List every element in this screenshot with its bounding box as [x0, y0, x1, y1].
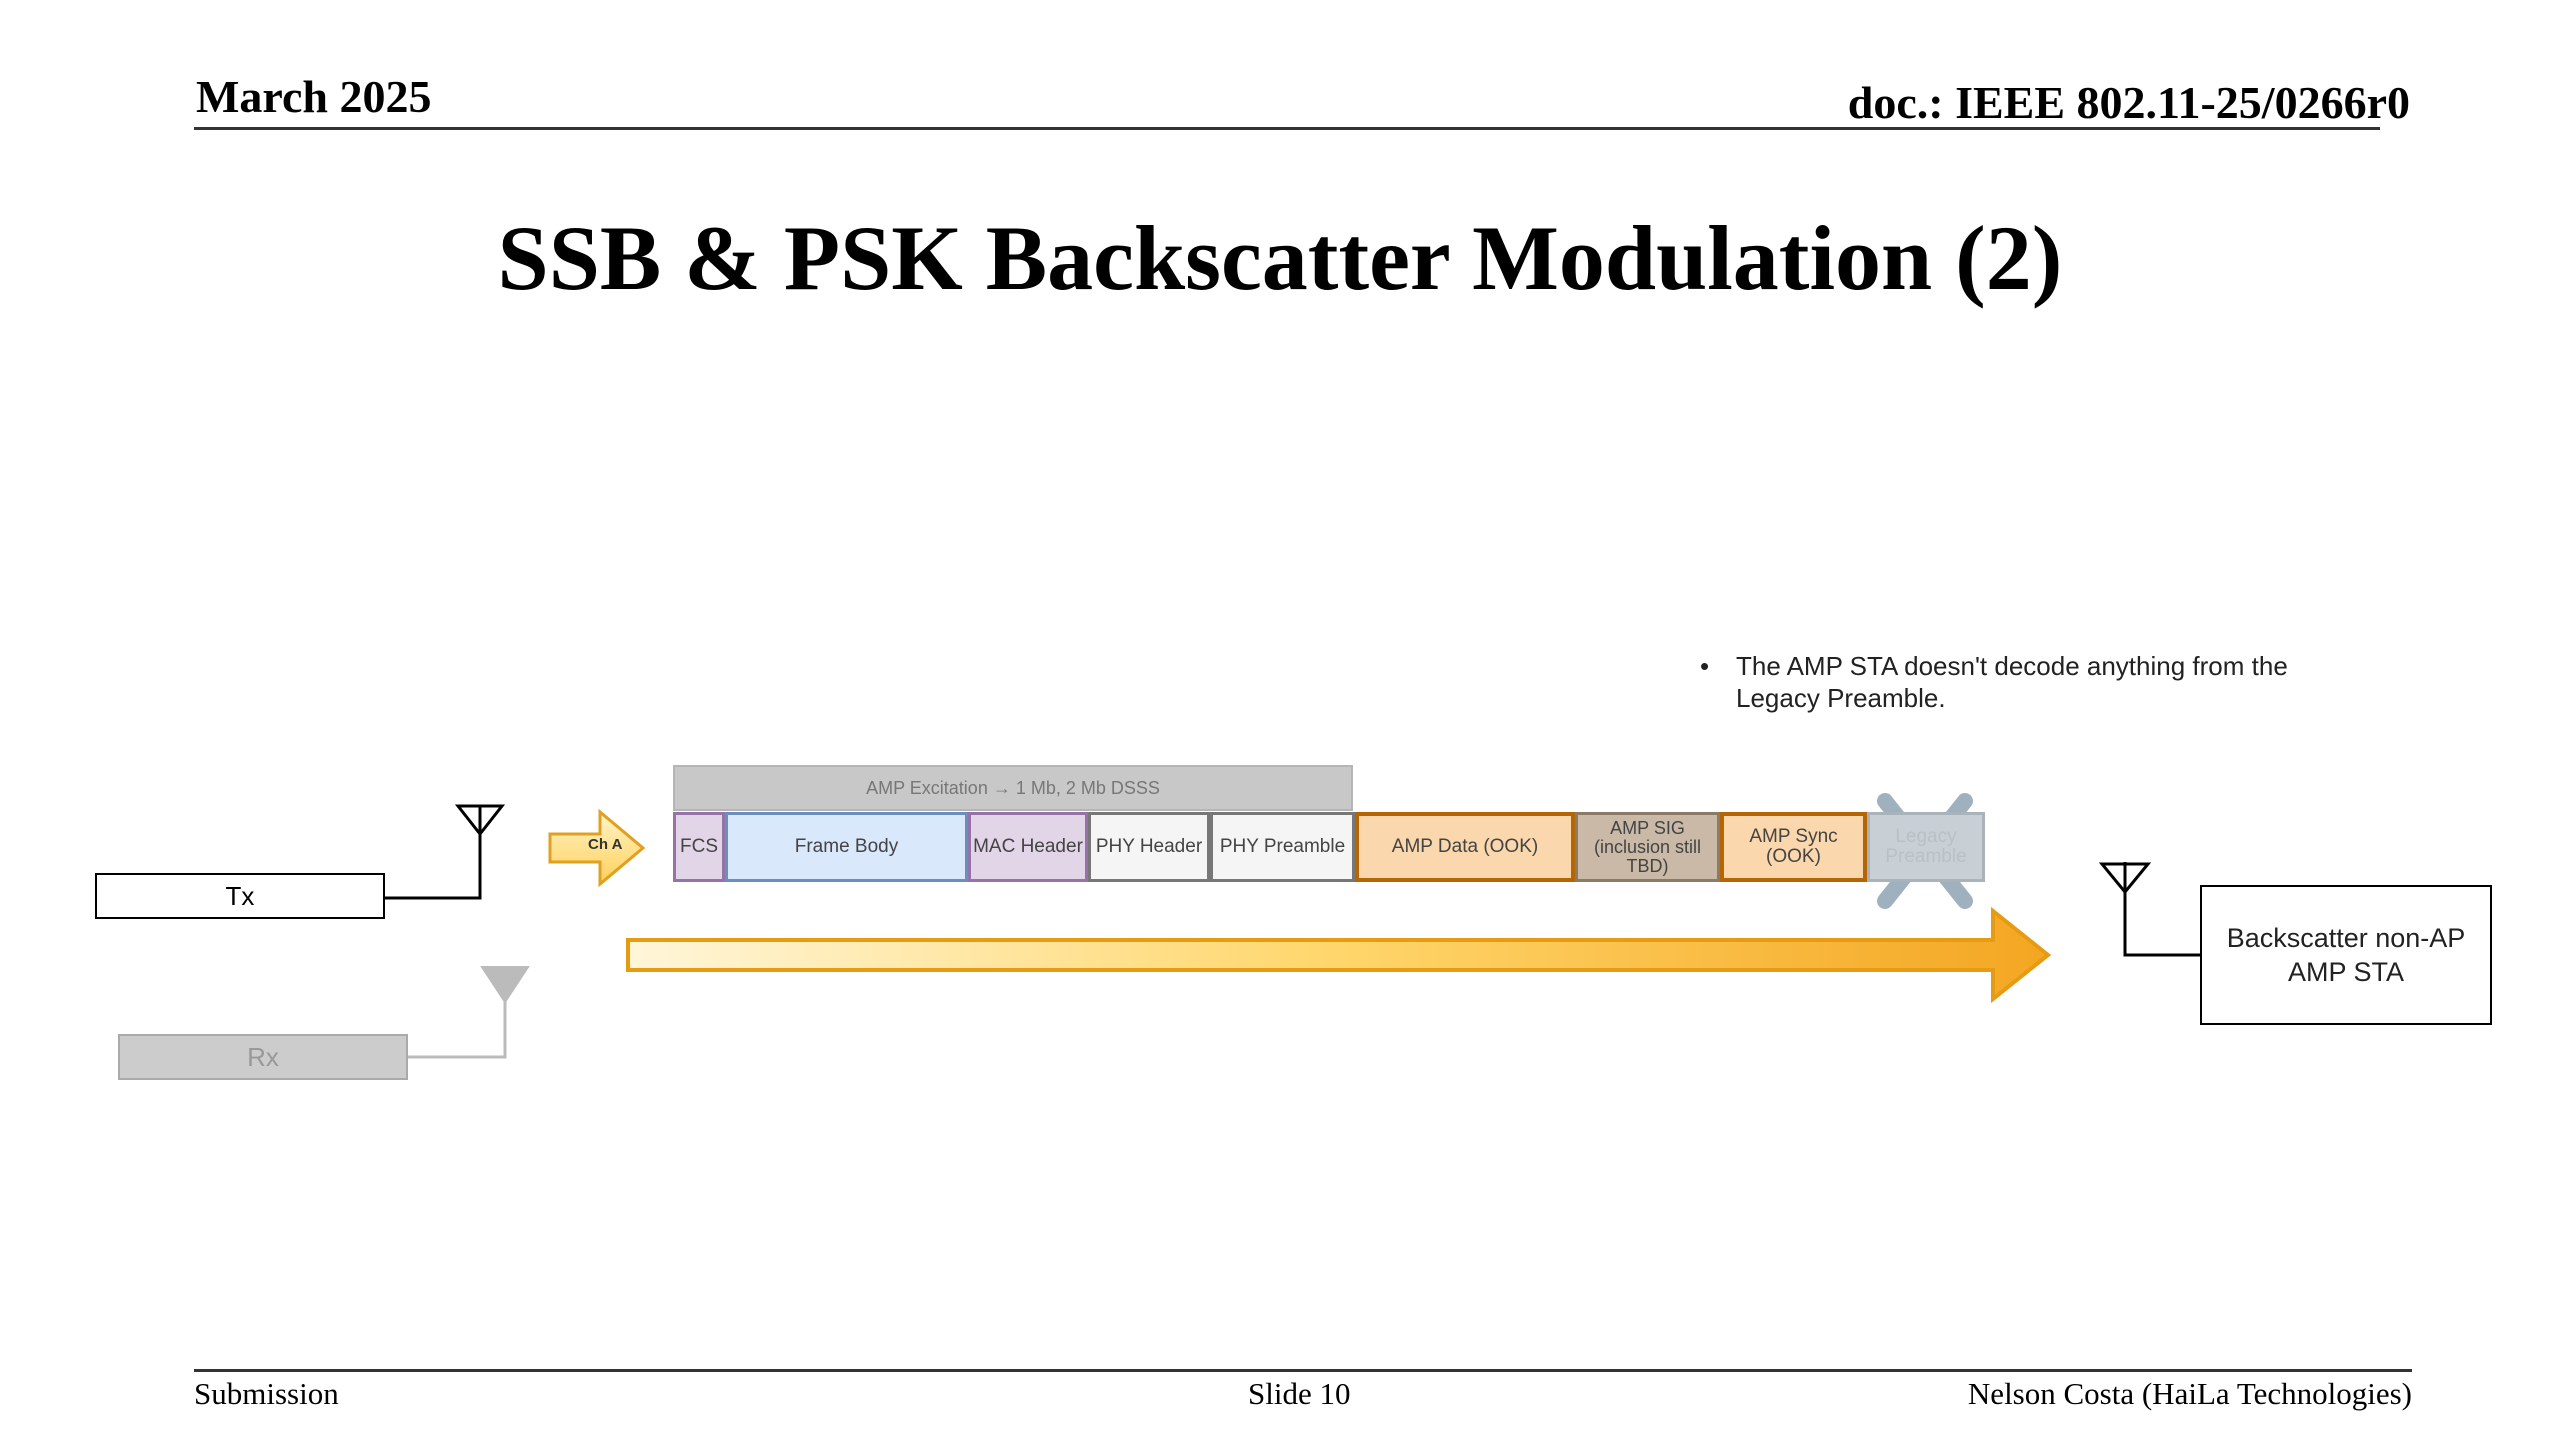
- tx-antenna-icon: [385, 804, 506, 900]
- amp-excitation-bar: AMP Excitation → 1 Mb, 2 Mb DSSS: [673, 765, 1353, 811]
- footer-rule: [194, 1369, 2412, 1372]
- amp-excitation-label: AMP Excitation → 1 Mb, 2 Mb DSSS: [866, 777, 1160, 798]
- header-doc-id: doc.: IEEE 802.11-25/0266r0: [1847, 77, 2410, 128]
- bullet-dot-icon: •: [1700, 651, 1710, 681]
- rx-label: Rx: [247, 1041, 279, 1072]
- footer-author: Nelson Costa (HaiLa Technologies): [1967, 1376, 2412, 1411]
- segment-amp-sync: AMP Sync (OOK): [1720, 812, 1867, 882]
- signal-arrow-icon: [626, 906, 2052, 1004]
- footer-left: Submission: [194, 1376, 339, 1411]
- header-rule: [194, 127, 2380, 130]
- bullet-note: • The AMP STA doesn't decode anything fr…: [1700, 650, 2340, 714]
- segment-amp-data: AMP Data (OOK): [1355, 812, 1575, 882]
- backscatter-sta-box: Backscatter non-AP AMP STA: [2200, 885, 2492, 1025]
- segment-frame-body: Frame Body: [725, 812, 968, 882]
- segment-mac-header: MAC Header: [968, 812, 1088, 882]
- sta-antenna-icon: [2098, 862, 2200, 957]
- tx-label: Tx: [225, 880, 255, 911]
- channel-arrow-icon: [548, 808, 646, 888]
- segment-phy-header: PHY Header: [1088, 812, 1210, 882]
- footer-slide-number: Slide 10: [1248, 1376, 1351, 1411]
- bullet-text: The AMP STA doesn't decode anything from…: [1736, 651, 2288, 713]
- segment-fcs: FCS: [673, 812, 725, 882]
- segment-legacy-preamble: Legacy Preamble: [1867, 812, 1985, 882]
- segment-amp-sig: AMP SIG (inclusion still TBD): [1575, 812, 1720, 882]
- rx-box: Rx: [118, 1034, 408, 1080]
- rx-antenna-icon: [408, 966, 530, 1059]
- sta-label: Backscatter non-AP AMP STA: [2226, 923, 2466, 987]
- channel-label: Ch A: [588, 836, 623, 853]
- tx-box: Tx: [95, 873, 385, 919]
- header-date: March 2025: [196, 71, 432, 122]
- slide-title: SSB & PSK Backscatter Modulation (2): [497, 207, 2063, 309]
- segment-phy-preamble: PHY Preamble: [1210, 812, 1355, 882]
